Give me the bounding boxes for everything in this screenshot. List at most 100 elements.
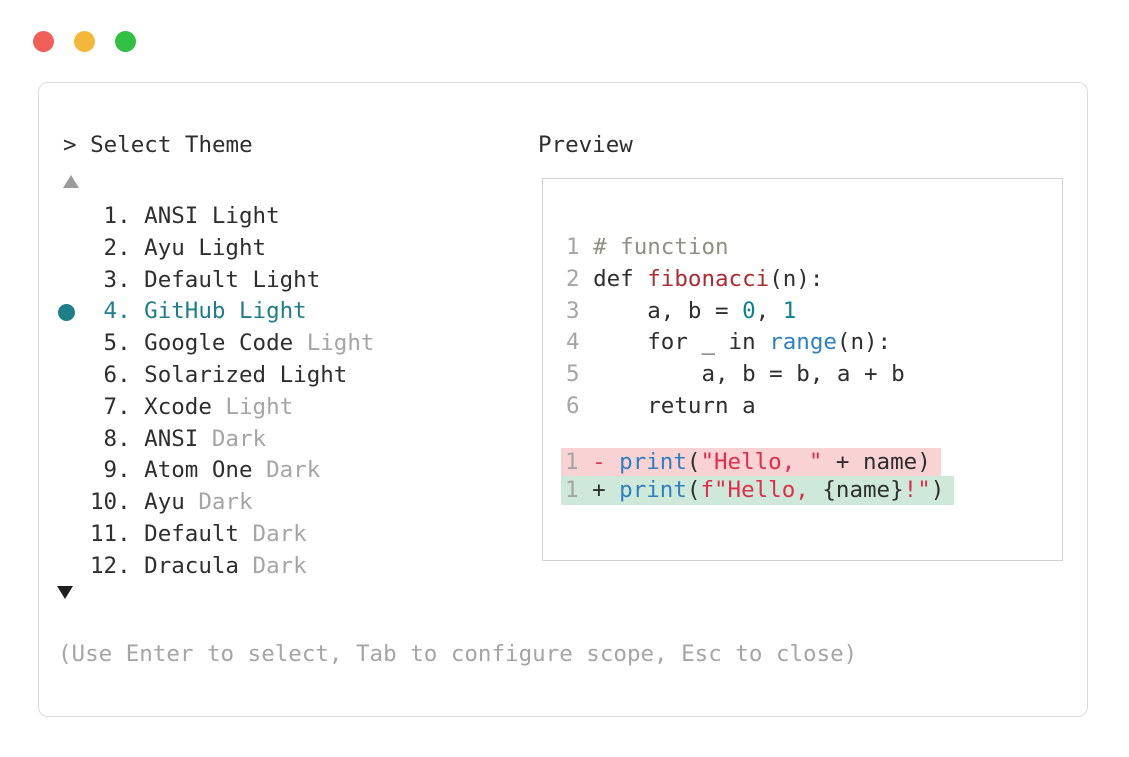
code-line: 2 def fibonacci(n):	[566, 264, 905, 296]
code-segment: fibonacci	[647, 265, 770, 292]
theme-name: Solarized Light	[144, 361, 348, 388]
code-segment: def	[593, 265, 648, 292]
code-segment: (	[686, 477, 701, 504]
theme-suffix: Dark	[252, 457, 321, 484]
code-segment: for _ in	[593, 329, 770, 356]
code-segment: (	[686, 449, 701, 475]
code-segment: range	[769, 329, 837, 356]
line-number: 2	[566, 265, 580, 292]
code-segment: {name}	[822, 477, 904, 504]
theme-name: Google Code	[144, 330, 294, 357]
theme-suffix: Dark	[238, 520, 307, 547]
theme-suffix: Light	[211, 393, 294, 420]
diff-removed-marker: -	[592, 449, 620, 475]
select-theme-title: Select Theme	[76, 132, 253, 158]
code-line: 4 for _ in range(n):	[566, 327, 905, 359]
theme-suffix: Dark	[238, 552, 307, 579]
theme-name: GitHub Light	[144, 298, 307, 325]
line-number: 1	[565, 477, 579, 504]
theme-number: 9.	[103, 457, 131, 484]
code-line: 6 return a	[566, 391, 905, 423]
code-line: 5 a, b = b, a + b	[566, 359, 905, 391]
diff-added-line: 1 + print(f"Hello, {name}!")	[561, 476, 955, 505]
line-number: 1	[565, 449, 579, 475]
code-segment: a, b =	[593, 297, 743, 324]
code-segment: )	[930, 477, 945, 504]
minimize-button[interactable]	[74, 31, 95, 52]
code-line: 1 # function	[566, 232, 905, 264]
line-number: 3	[566, 297, 580, 324]
theme-suffix: Light	[293, 330, 375, 357]
theme-name: Default Light	[144, 266, 321, 293]
line-number: 5	[566, 361, 580, 388]
code-line: 3 a, b = 0, 1	[566, 296, 905, 328]
code-segment: (n):	[769, 265, 824, 292]
code-segment: (n):	[836, 329, 892, 356]
theme-number: 3.	[103, 266, 131, 293]
theme-number: 10.	[90, 489, 131, 516]
theme-name: Default	[144, 520, 239, 547]
theme-option-google-code-light[interactable]: 5. Google Code Light	[39, 328, 519, 360]
theme-number: 2.	[103, 234, 131, 261]
theme-option-ayu-dark[interactable]: 10. Ayu Dark	[39, 487, 519, 519]
footer-hint: (Use Enter to select, Tab to configure s…	[58, 641, 858, 667]
diff-added-marker: +	[592, 477, 620, 504]
theme-number: 1.	[103, 203, 131, 229]
scroll-up-icon[interactable]	[63, 175, 79, 188]
theme-number: 4.	[103, 298, 131, 325]
code-segment: !"	[903, 477, 931, 504]
theme-number: 11.	[90, 520, 131, 547]
close-button[interactable]	[33, 31, 54, 52]
theme-number: 6.	[103, 361, 131, 388]
code-segment: print	[619, 449, 687, 475]
line-number: 4	[566, 329, 580, 356]
theme-name: Ayu Light	[144, 234, 267, 261]
code-segment: + name)	[822, 449, 931, 475]
theme-number: 12.	[90, 552, 131, 579]
diff-removed-line: 1- print("Hello, " + name)	[561, 448, 954, 477]
scroll-down-icon[interactable]	[57, 586, 73, 599]
theme-option-ayu-light[interactable]: 2. Ayu Light	[39, 233, 519, 265]
theme-number: 5.	[103, 330, 131, 357]
code-segment: 1	[782, 297, 797, 324]
theme-name: Atom One	[144, 457, 253, 484]
theme-name: ANSI Light	[144, 203, 280, 229]
theme-option-ansi-light[interactable]: 1. ANSI Light	[39, 201, 519, 233]
code-segment: print	[619, 477, 687, 504]
theme-option-default-light[interactable]: 3. Default Light	[39, 265, 519, 297]
line-number: 1	[566, 234, 580, 260]
code-segment: "Hello, "	[700, 449, 823, 475]
theme-name: Xcode	[144, 393, 212, 420]
code-segment: f"Hello,	[700, 477, 823, 504]
line-number: 6	[566, 392, 580, 419]
theme-name: Ayu	[144, 489, 185, 516]
code-segment: # function	[593, 234, 729, 260]
theme-option-dracula-dark[interactable]: 12. Dracula Dark	[39, 551, 519, 583]
theme-name: Dracula	[144, 552, 239, 579]
theme-option-default-dark[interactable]: 11. Default Dark	[39, 519, 519, 551]
theme-option-github-light[interactable]: 4. GitHub Light	[39, 296, 519, 328]
zoom-button[interactable]	[115, 31, 136, 52]
code-segment: a, b = b, a + b	[593, 361, 905, 388]
theme-option-xcode-light[interactable]: 7. Xcode Light	[39, 392, 519, 424]
theme-option-atom-one-dark[interactable]: 9. Atom One Dark	[39, 455, 519, 487]
theme-number: 8.	[103, 425, 131, 452]
theme-option-solarized-light[interactable]: 6. Solarized Light	[39, 360, 519, 392]
theme-number: 7.	[103, 393, 131, 420]
select-theme-heading: > Select Theme	[63, 133, 253, 157]
code-segment: return a	[593, 392, 756, 419]
theme-picker-panel: > Select Theme 1.ANSI Light 2.Ayu Light …	[38, 82, 1088, 717]
theme-option-ansi-dark[interactable]: 8. ANSI Dark	[39, 424, 519, 456]
code-segment: ,	[755, 297, 783, 324]
theme-name: ANSI	[144, 425, 199, 452]
diff-sample: 1- print("Hello, " + name) 1 + print(f"He…	[561, 448, 955, 505]
theme-suffix: Dark	[198, 425, 267, 452]
preview-heading: Preview	[538, 132, 633, 158]
window-controls	[33, 31, 136, 52]
code-segment: 0	[742, 297, 756, 324]
theme-suffix: Dark	[184, 489, 253, 516]
selected-indicator-dot-icon	[58, 303, 75, 321]
